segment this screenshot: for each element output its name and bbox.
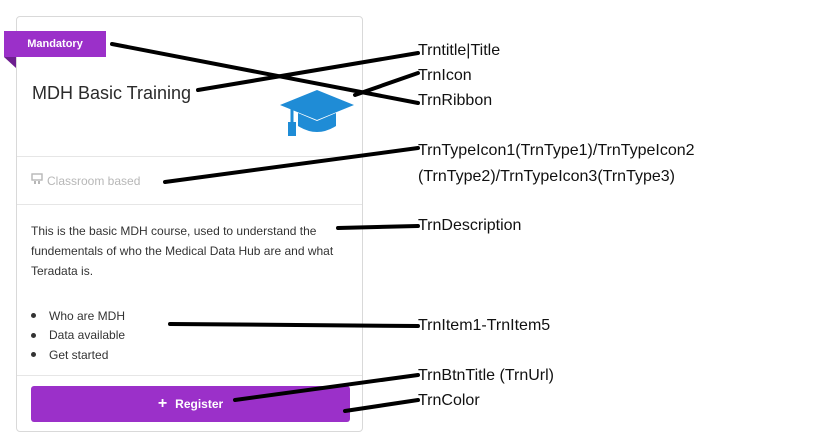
annotation-button: TrnBtnTitle (TrnUrl) [418, 367, 554, 384]
annotation-type-line2: (TrnType2)/TrnTypeIcon3(TrnType3) [418, 168, 675, 185]
list-item: Data available [31, 326, 125, 346]
annotation-type-line1: TrnTypeIcon1(TrnType1)/TrnTypeIcon2 [418, 142, 695, 159]
ribbon-label: Mandatory [27, 38, 83, 50]
graduation-cap-icon [280, 90, 354, 136]
title-pointer [196, 51, 420, 92]
ribbon-fold [4, 57, 16, 68]
training-title: MDH Basic Training [32, 83, 192, 103]
annotation-icon: TrnIcon [418, 67, 472, 84]
ribbon-pointer [110, 42, 420, 105]
annotation-color: TrnColor [418, 392, 480, 409]
training-description: This is the basic MDH course, used to un… [31, 224, 334, 278]
training-type-label: Classroom based [47, 173, 141, 188]
training-type: Classroom based [31, 173, 140, 188]
button-pointer [233, 373, 420, 402]
divider [17, 156, 362, 157]
annotation-items: TrnItem1-TrnItem5 [418, 317, 551, 334]
icon-pointer [353, 71, 420, 97]
divider [17, 375, 362, 376]
color-pointer [343, 398, 420, 413]
annotation-ribbon: TrnRibbon [418, 92, 493, 109]
classroom-icon [31, 173, 43, 188]
type-pointer [163, 146, 420, 184]
description-pointer [336, 224, 420, 230]
divider [17, 204, 362, 205]
register-button-label: Register [175, 397, 224, 411]
list-item: Who are MDH [31, 306, 125, 326]
list-item: Get started [31, 345, 125, 365]
mandatory-ribbon: Mandatory [4, 31, 106, 57]
training-items: Who are MDH Data available Get started [31, 306, 125, 365]
training-card [16, 16, 363, 432]
items-pointer [168, 322, 420, 328]
plus-icon: + [157, 395, 168, 412]
annotation-title: Trntitle|Title [418, 42, 501, 59]
annotation-description: TrnDescription [418, 217, 522, 234]
